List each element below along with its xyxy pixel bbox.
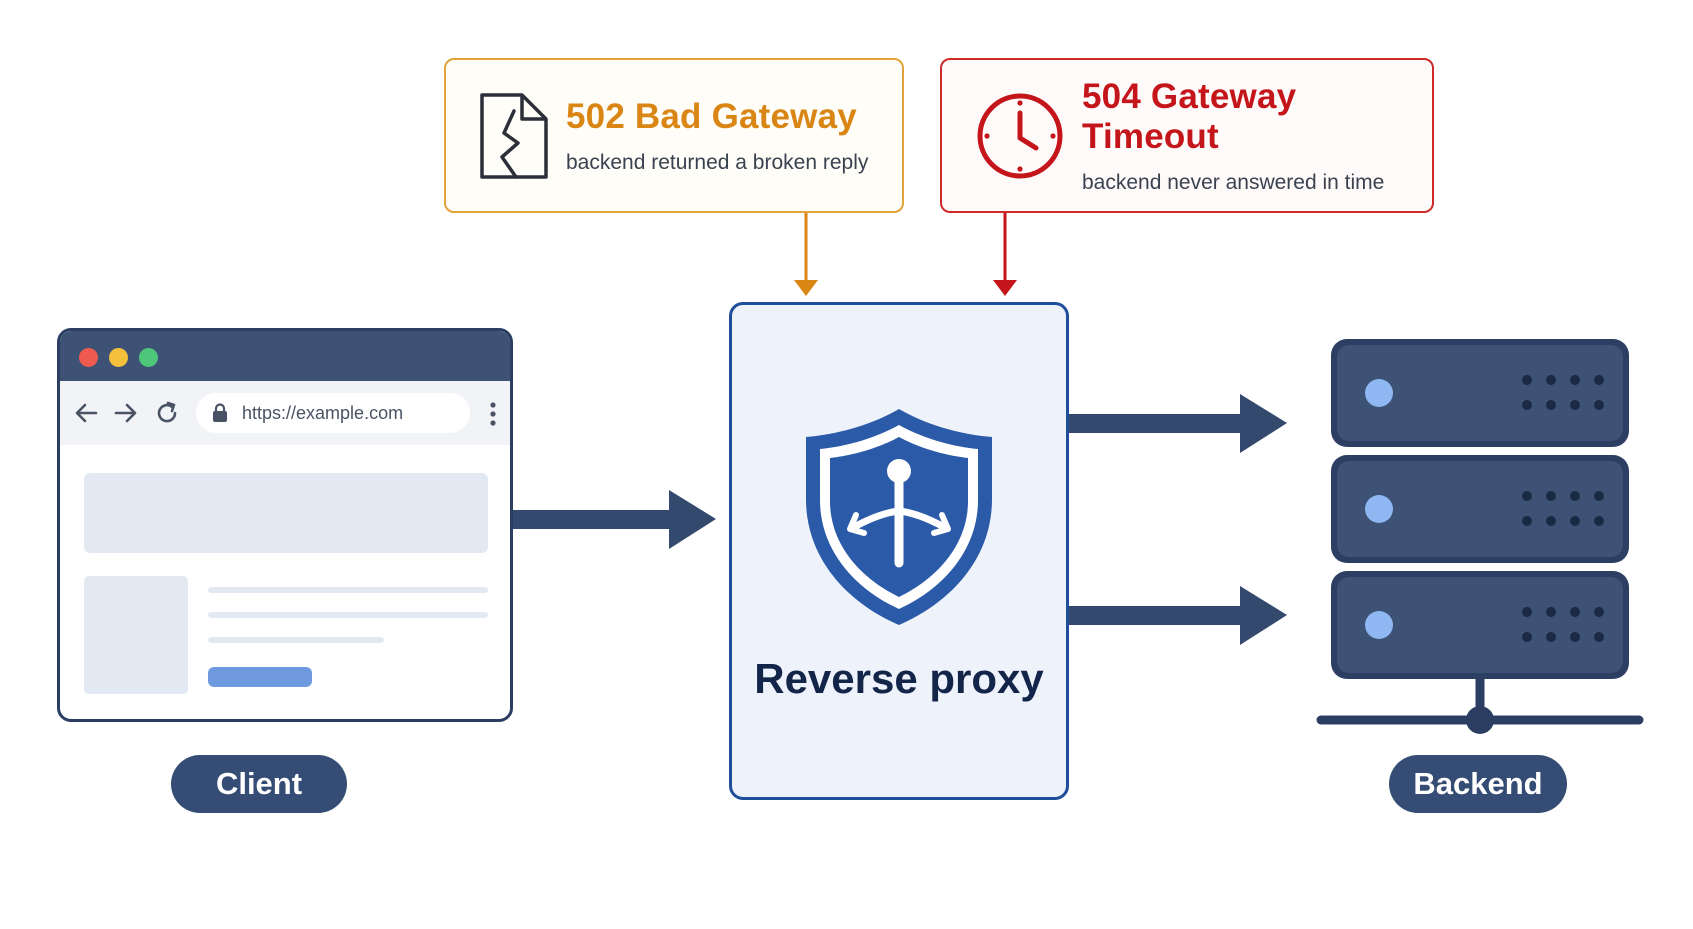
clock-icon [970,81,1082,191]
browser-window: https://example.com [57,328,513,722]
gateway-timeout-description: backend never answered in time [1082,170,1385,194]
shield-routing-icon [806,409,992,625]
lock-icon [213,403,227,422]
maximize-window-dot[interactable] [139,348,158,367]
server-unit [1331,571,1629,679]
text-line-placeholder [208,637,384,643]
bad-gateway-card: 502 Bad Gateway backend returned a broke… [444,58,904,213]
url-text: https://example.com [242,402,404,423]
proxy-to-backend-arrow-upper [1069,394,1287,453]
forward-arrow-icon[interactable] [112,401,138,425]
image-placeholder [84,576,188,694]
gateway-timeout-card: 504 Gateway Timeout backend never answer… [940,58,1434,213]
client-to-proxy-arrow [513,490,716,549]
back-arrow-icon[interactable] [74,401,100,425]
client-label: Client [171,755,347,813]
server-unit [1331,455,1629,563]
gateway-timeout-arrow [993,213,1017,296]
browser-titlebar [60,331,510,381]
close-window-dot[interactable] [79,348,98,367]
text-line-placeholder [208,587,488,593]
button-placeholder [208,667,312,687]
address-bar[interactable]: https://example.com [196,393,470,433]
bad-gateway-title: 502 Bad Gateway [566,96,857,136]
broken-file-icon [476,81,566,191]
text-line-placeholder [208,612,488,618]
reload-icon[interactable] [154,400,180,426]
server-rack-icon [1316,339,1644,734]
gateway-timeout-title: 504 Gateway Timeout [1082,76,1297,156]
content-banner-placeholder [84,473,488,553]
server-unit [1331,339,1629,447]
bad-gateway-description: backend returned a broken reply [566,150,869,174]
minimize-window-dot[interactable] [109,348,128,367]
reverse-proxy-box: Reverse proxy [729,302,1069,800]
browser-toolbar: https://example.com [60,381,510,445]
proxy-to-backend-arrow-lower [1069,586,1287,645]
backend-label: Backend [1389,755,1567,813]
more-menu-icon[interactable] [488,401,498,427]
reverse-proxy-label: Reverse proxy [754,655,1044,702]
bad-gateway-arrow [794,213,818,296]
